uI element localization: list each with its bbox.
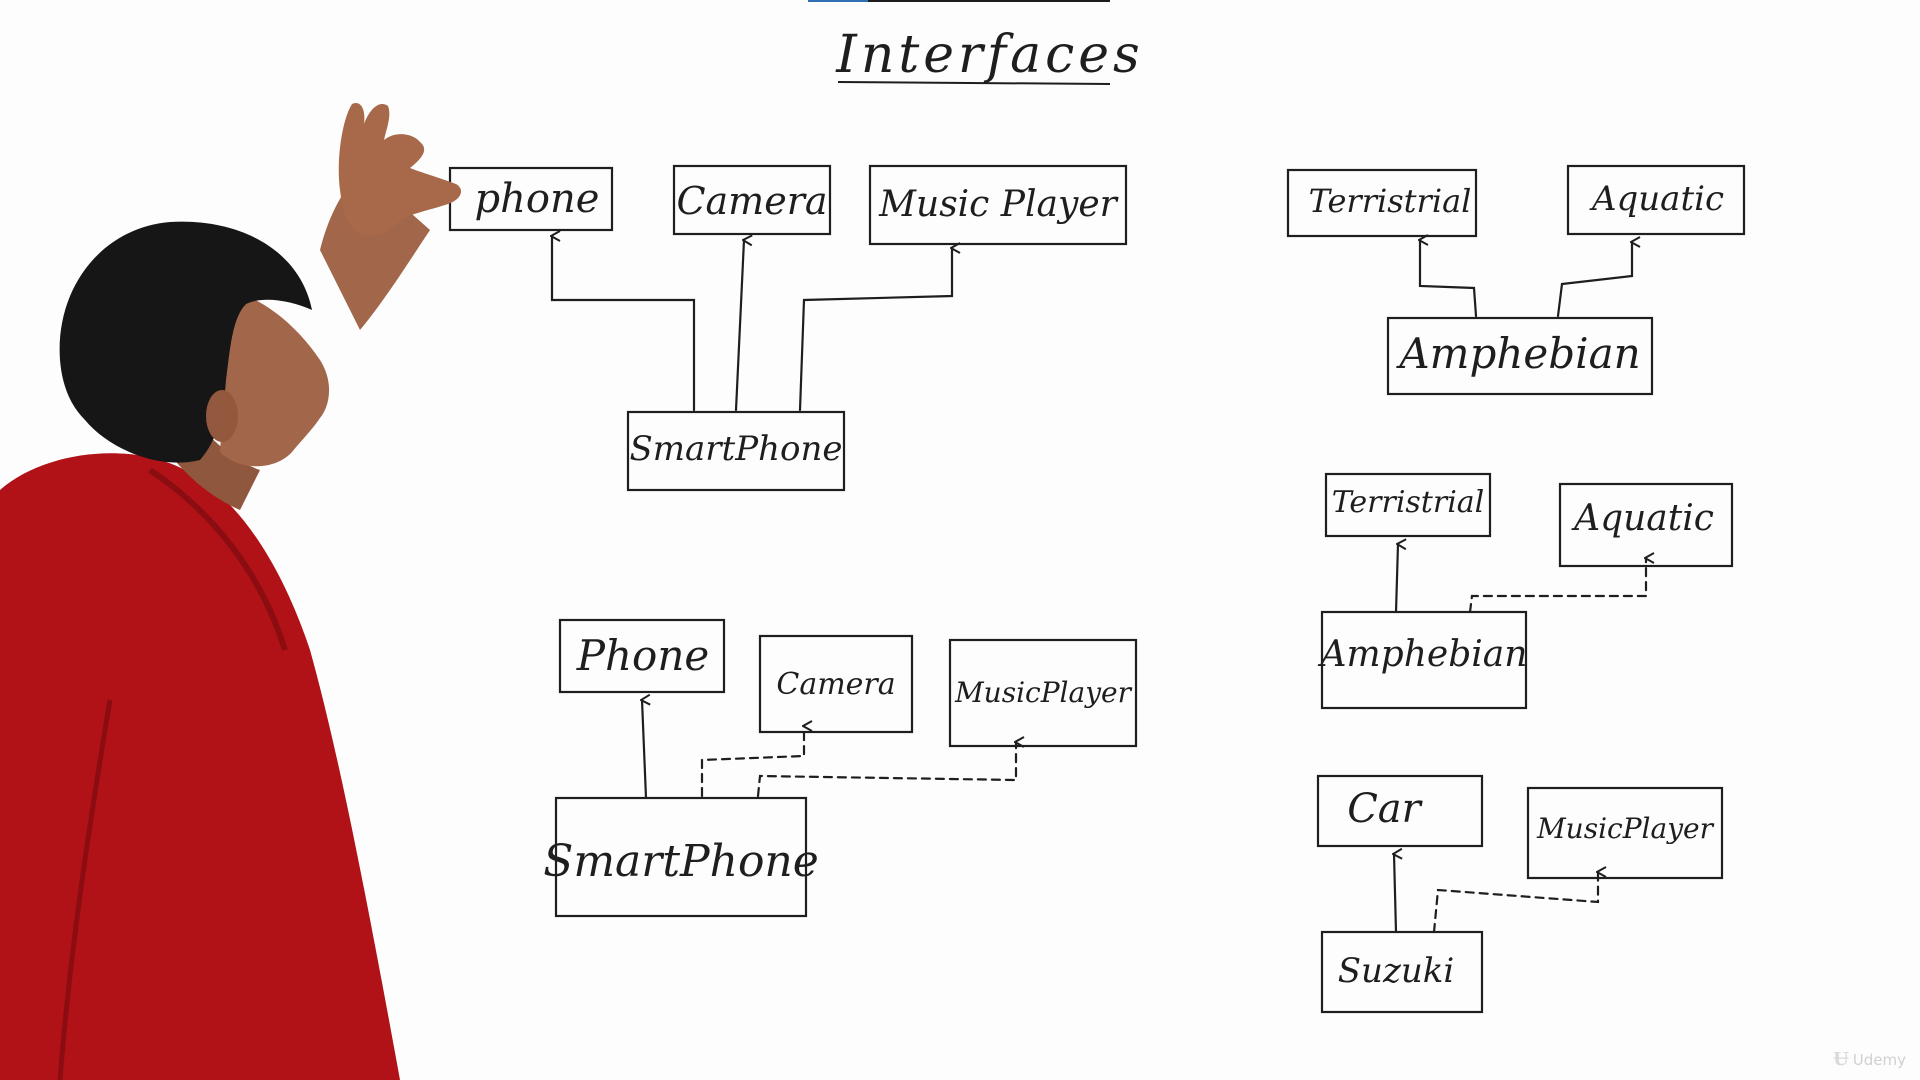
board-title: Interfaces <box>835 25 1143 85</box>
presenter-face <box>220 290 330 467</box>
class-box-car <box>1316 774 1484 848</box>
class-box-amphebian-top <box>1386 316 1654 396</box>
video-progress-fill <box>808 0 869 2</box>
title-underline <box>837 81 1111 85</box>
presenter-hand <box>338 102 462 236</box>
diagram-amphibian-extends-implements <box>1320 472 1734 710</box>
presenter <box>0 102 462 1080</box>
board-title-group: Interfaces <box>835 25 1143 85</box>
inheritance-arrow-camera <box>734 240 744 412</box>
class-box-camera <box>672 164 832 236</box>
extends-arrow-terristrial <box>1394 544 1398 614</box>
class-box-phone-2 <box>558 618 726 694</box>
presenter-shirt <box>0 453 400 1080</box>
label-aquatic-top: Aquatic <box>1589 179 1724 219</box>
udemy-logo-icon: Ʉ <box>1833 1049 1849 1070</box>
diagram-amphibian-multiple <box>1286 164 1746 396</box>
class-box-suzuki <box>1320 930 1484 1014</box>
implements-arrow-camera <box>700 726 804 798</box>
extends-arrow-phone <box>642 700 646 800</box>
interface-box-camera-2 <box>758 634 914 734</box>
label-music-player-2: MusicPlayer <box>954 676 1133 709</box>
presenter-hair <box>59 221 313 463</box>
label-car: Car <box>1347 786 1423 832</box>
label-smartphone: SmartPhone <box>630 429 843 469</box>
diagram-smartphone-extends-implements <box>554 618 1138 918</box>
interface-box-aquatic-2 <box>1558 482 1734 568</box>
inheritance-arrow-aquatic <box>1556 242 1632 318</box>
label-phone: phone <box>475 176 600 222</box>
label-terristrial-2: Terristrial <box>1332 485 1485 520</box>
class-box-terristrial-2 <box>1324 472 1492 538</box>
interface-box-music-player-2 <box>948 638 1138 748</box>
diagram-smartphone-multiple <box>448 164 1128 492</box>
extends-arrow-car <box>1394 854 1396 934</box>
watermark-text: Udemy <box>1852 1050 1906 1069</box>
implements-arrow-aquatic <box>1468 558 1646 614</box>
diagram-suzuki-extends-implements <box>1316 774 1724 1014</box>
label-terristrial-top: Terristrial <box>1309 182 1472 220</box>
class-box-aquatic-top <box>1566 164 1746 236</box>
presenter-shirt-fold <box>148 467 288 651</box>
label-music-player: Music Player <box>878 184 1118 225</box>
class-box-smartphone-2 <box>554 796 808 918</box>
class-box-smartphone <box>626 410 846 492</box>
watermark: Ʉ Udemy <box>1833 1049 1906 1070</box>
class-box-music-player <box>868 164 1128 246</box>
label-phone-2: Phone <box>576 631 710 680</box>
inheritance-arrow-music-player <box>798 248 952 412</box>
implements-arrow-music-player <box>756 742 1016 798</box>
label-smartphone-2: SmartPhone <box>543 836 819 887</box>
label-amphebian-2: Amphebian <box>1318 634 1528 675</box>
implements-arrow-music-player-3 <box>1432 872 1598 934</box>
inheritance-arrow-terristrial <box>1420 240 1478 318</box>
presenter-ear <box>206 390 238 442</box>
class-box-terristrial-top <box>1286 168 1478 238</box>
video-progress-bar[interactable] <box>808 0 1110 2</box>
label-suzuki: Suzuki <box>1338 951 1454 991</box>
label-camera: Camera <box>676 179 827 223</box>
presenter-shirt-seam <box>57 699 113 1080</box>
interface-box-music-player-3 <box>1526 786 1724 880</box>
label-amphebian-top: Amphebian <box>1395 329 1640 378</box>
class-box-amphebian-2 <box>1320 610 1528 710</box>
label-camera-2: Camera <box>776 667 895 702</box>
label-aquatic-2: Aquatic <box>1571 498 1714 539</box>
inheritance-arrow-phone <box>552 236 696 412</box>
label-music-player-3: MusicPlayer <box>1536 812 1715 845</box>
